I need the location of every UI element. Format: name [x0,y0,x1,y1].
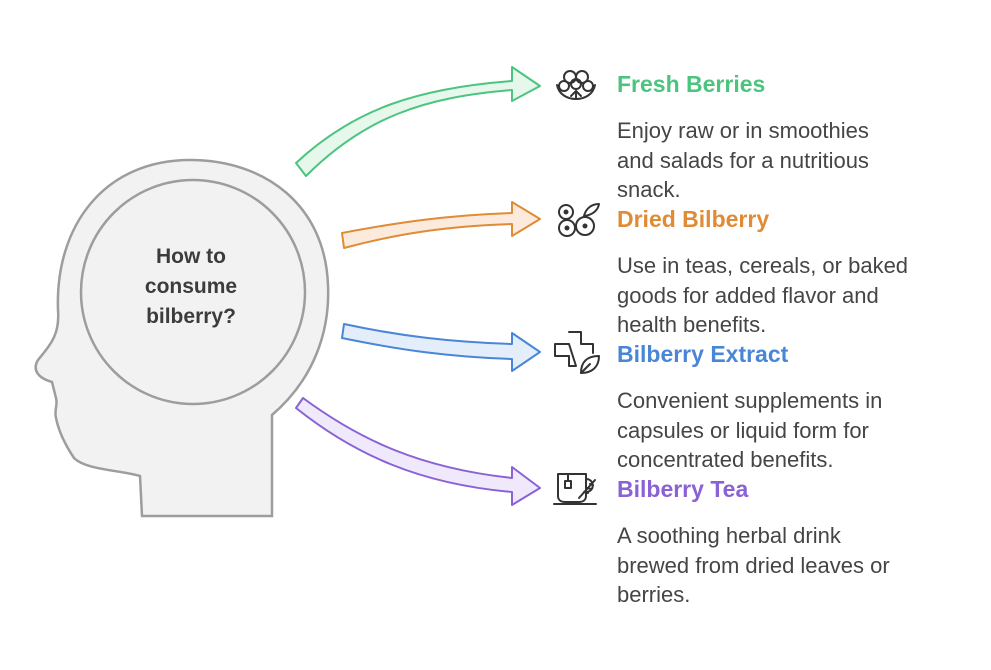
arrow-bilberry-tea [295,397,541,506]
option-desc-fresh-berries: Enjoy raw or in smoothies and salads for… [617,116,967,205]
desc-line: concentrated benefits. [617,447,834,472]
option-title-dried-bilberry: Dried Bilberry [617,206,770,232]
center-question: How to consume bilberry? [110,242,272,332]
desc-line: and salads for a nutritious [617,147,869,173]
desc-line: Use in teas, cereals, or baked [617,253,909,278]
desc-line: capsules or liquid form for [617,417,869,443]
medical-leaf-icon [554,331,600,374]
desc-line: brewed from dried leaves or [617,552,890,578]
desc-line: health benefits. [617,312,767,337]
desc-line: A soothing herbal drink [617,523,841,548]
option-title-fresh-berries: Fresh Berries [617,71,766,97]
arrow-fresh-berries [295,66,541,177]
option-desc-dried-bilberry: Use in teas, cereals, or baked goods for… [617,251,967,340]
desc-line: goods for added flavor and [617,282,879,308]
center-line: How to [156,245,226,268]
berries-icon [556,70,596,100]
dried-berries-icon [558,203,600,237]
center-circle [79,178,307,406]
option-title-bilberry-tea: Bilberry Tea [617,476,749,502]
tea-cup-icon [553,473,597,505]
center-line: bilberry? [146,305,236,328]
desc-line: Enjoy raw or in smoothies [617,118,869,143]
center-line: consume [144,275,238,298]
option-desc-bilberry-tea: A soothing herbal drink brewed from drie… [617,521,967,610]
desc-line: Convenient supplements in [617,388,883,413]
option-desc-bilberry-extract: Convenient supplements in capsules or li… [617,386,967,475]
option-title-bilberry-extract: Bilberry Extract [617,341,789,367]
arrow-dried-bilberry [341,201,541,249]
desc-line: berries. [617,582,691,607]
desc-line: snack. [617,177,681,202]
arrow-bilberry-extract [341,323,541,372]
